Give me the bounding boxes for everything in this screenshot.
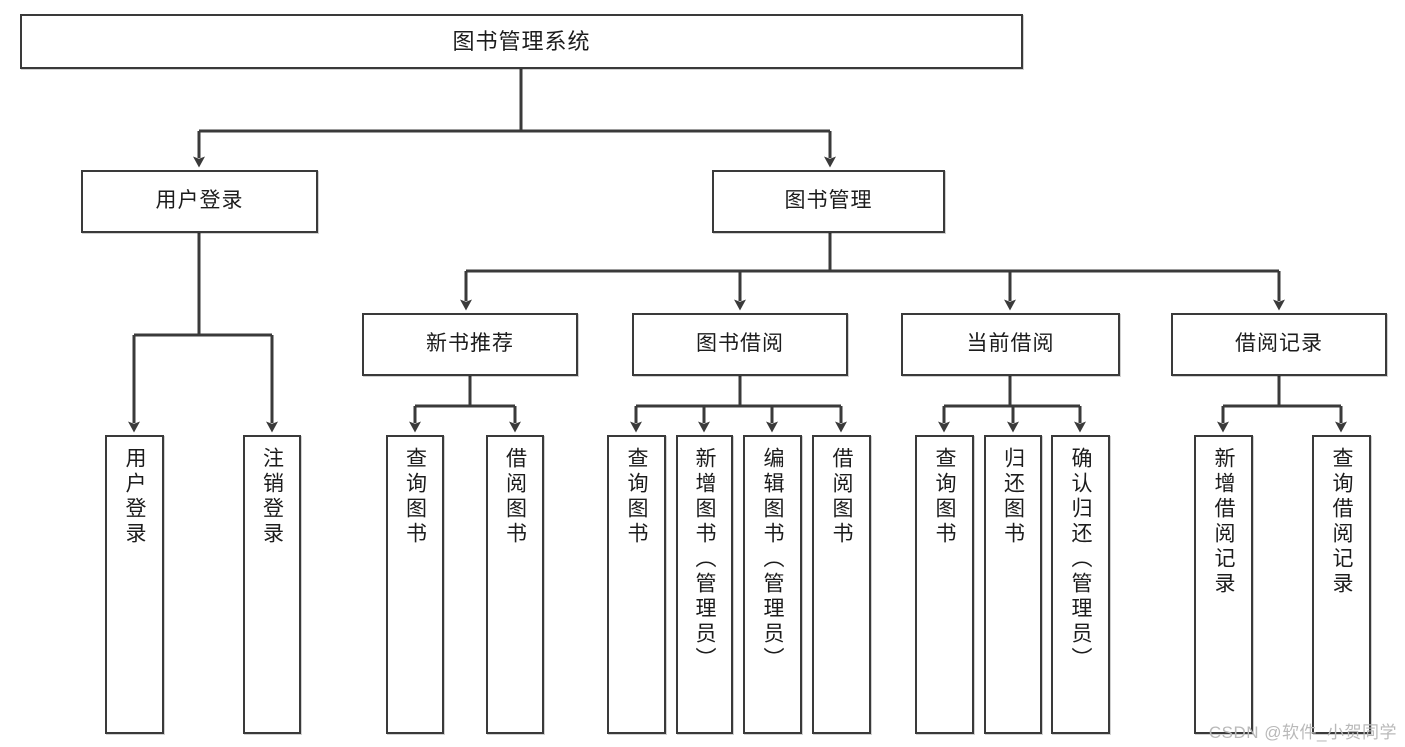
node-label: 注销登录: [260, 447, 284, 547]
leaf-return-books[interactable]: 归还图书: [984, 435, 1042, 734]
leaf-query-books-newbook[interactable]: 查询图书: [386, 435, 444, 734]
leaf-query-borrow-record[interactable]: 查询借阅记录: [1312, 435, 1371, 734]
leaf-logout[interactable]: 注销登录: [243, 435, 301, 734]
leaf-add-borrow-record[interactable]: 新增借阅记录: [1194, 435, 1253, 734]
node-book-borrowing[interactable]: 图书借阅: [632, 313, 848, 376]
node-root-book-management-system[interactable]: 图书管理系统: [20, 14, 1023, 69]
node-label: 归还图书: [1001, 447, 1025, 547]
node-label: 新增借阅记录: [1212, 447, 1235, 597]
node-label: 新增图书（管理员）: [693, 447, 716, 672]
node-label: 用户登录: [155, 189, 244, 213]
leaf-borrow-books-borrowing[interactable]: 借阅图书: [812, 435, 871, 734]
node-label: 借阅记录: [1235, 332, 1323, 356]
node-label: 查询图书: [625, 447, 648, 547]
node-label: 编辑图书（管理员）: [761, 447, 784, 672]
node-user-login[interactable]: 用户登录: [81, 170, 318, 233]
node-label: 图书管理系统: [452, 28, 591, 54]
node-label: 查询借阅记录: [1330, 447, 1353, 597]
node-borrow-records[interactable]: 借阅记录: [1171, 313, 1387, 376]
leaf-query-books-borrowing[interactable]: 查询图书: [607, 435, 666, 734]
node-label: 借阅图书: [503, 447, 527, 547]
node-label: 用户登录: [123, 447, 146, 547]
leaf-user-login[interactable]: 用户登录: [105, 435, 164, 734]
leaf-edit-book-admin[interactable]: 编辑图书（管理员）: [743, 435, 802, 734]
node-label: 图书借阅: [696, 332, 784, 356]
leaf-add-book-admin[interactable]: 新增图书（管理员）: [676, 435, 733, 734]
node-label: 当前借阅: [966, 332, 1055, 356]
node-label: 新书推荐: [426, 332, 514, 356]
node-label: 借阅图书: [830, 447, 853, 547]
node-label: 查询图书: [403, 447, 427, 547]
node-current-borrowing[interactable]: 当前借阅: [901, 313, 1120, 376]
node-label: 图书管理: [784, 189, 873, 213]
node-label: 确认归还（管理员）: [1069, 447, 1092, 672]
node-book-management[interactable]: 图书管理: [712, 170, 945, 233]
leaf-borrow-books-newbook[interactable]: 借阅图书: [486, 435, 544, 734]
node-label: 查询图书: [933, 447, 956, 547]
node-new-book-recommendation[interactable]: 新书推荐: [362, 313, 578, 376]
leaf-query-books-current[interactable]: 查询图书: [915, 435, 974, 734]
leaf-confirm-return-admin[interactable]: 确认归还（管理员）: [1051, 435, 1110, 734]
